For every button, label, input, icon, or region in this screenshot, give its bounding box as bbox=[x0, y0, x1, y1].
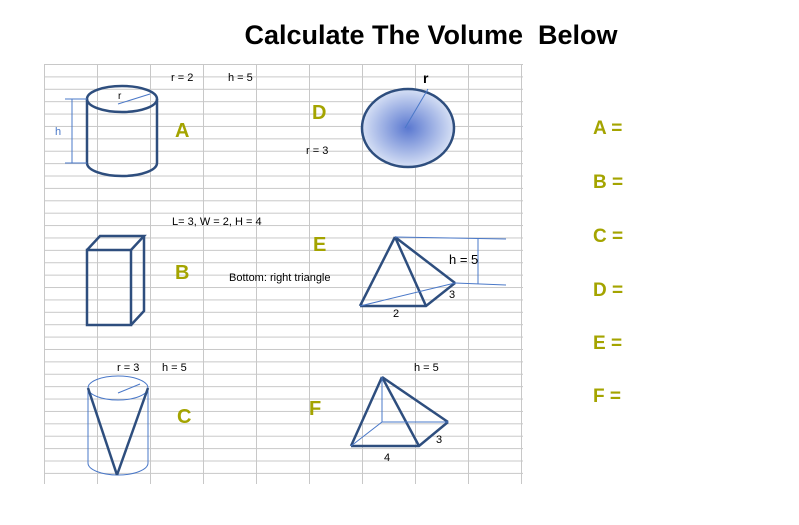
label-c: C bbox=[177, 406, 192, 428]
cone-c-outline bbox=[86, 387, 150, 476]
page-title: Calculate The Volume Below bbox=[244, 20, 618, 50]
label-b: B bbox=[175, 262, 190, 284]
pyramid-e-height: h = 5 bbox=[449, 252, 479, 267]
pyramid-f-side-3: 3 bbox=[436, 434, 443, 446]
cone-c-height: h = 5 bbox=[162, 362, 187, 374]
cone-c bbox=[87, 375, 149, 476]
cylinder-a-height: h = 5 bbox=[228, 72, 253, 84]
label-e: E bbox=[313, 234, 327, 256]
pyramid-e-note: Bottom: right triangle bbox=[229, 272, 331, 284]
answer-f: F = bbox=[593, 386, 621, 407]
answer-d: D = bbox=[593, 280, 624, 301]
cylinder-a-r-label: r bbox=[118, 91, 122, 102]
pyramid-f-hidden bbox=[350, 377, 448, 447]
cylinder-a-h-label: h bbox=[55, 126, 62, 138]
pyramid-e-side-2: 2 bbox=[393, 308, 400, 320]
answer-c: C = bbox=[593, 226, 624, 247]
pyramid-f bbox=[349, 375, 449, 448]
prism-b-dims: L= 3, W = 2, H = 4 bbox=[172, 216, 262, 228]
cylinder-a-radius: r = 2 bbox=[171, 72, 194, 84]
pyramid-f-height: h = 5 bbox=[414, 362, 439, 374]
radius-arrow-d bbox=[404, 88, 429, 129]
answer-e: E = bbox=[593, 333, 623, 354]
pyramid-e bbox=[358, 236, 456, 308]
sphere-d-radius: r = 3 bbox=[306, 145, 329, 157]
sphere-d-r-label: r bbox=[423, 70, 429, 86]
answer-b: B = bbox=[593, 172, 624, 193]
pyramid-e-side-3: 3 bbox=[449, 289, 456, 301]
cylinder-a bbox=[85, 84, 159, 178]
radius-arrow-a bbox=[117, 93, 151, 105]
sphere-d bbox=[360, 87, 456, 169]
pyramid-f-side-4: 4 bbox=[384, 452, 391, 464]
label-f: F bbox=[309, 398, 322, 420]
pyramid-e-hidden bbox=[359, 236, 507, 307]
prism-b bbox=[85, 234, 147, 327]
height-marker-a bbox=[65, 98, 87, 164]
label-a: A bbox=[175, 120, 190, 142]
answer-a: A = bbox=[593, 118, 623, 139]
cone-c-radius: r = 3 bbox=[117, 362, 140, 374]
label-d: D bbox=[312, 102, 327, 124]
